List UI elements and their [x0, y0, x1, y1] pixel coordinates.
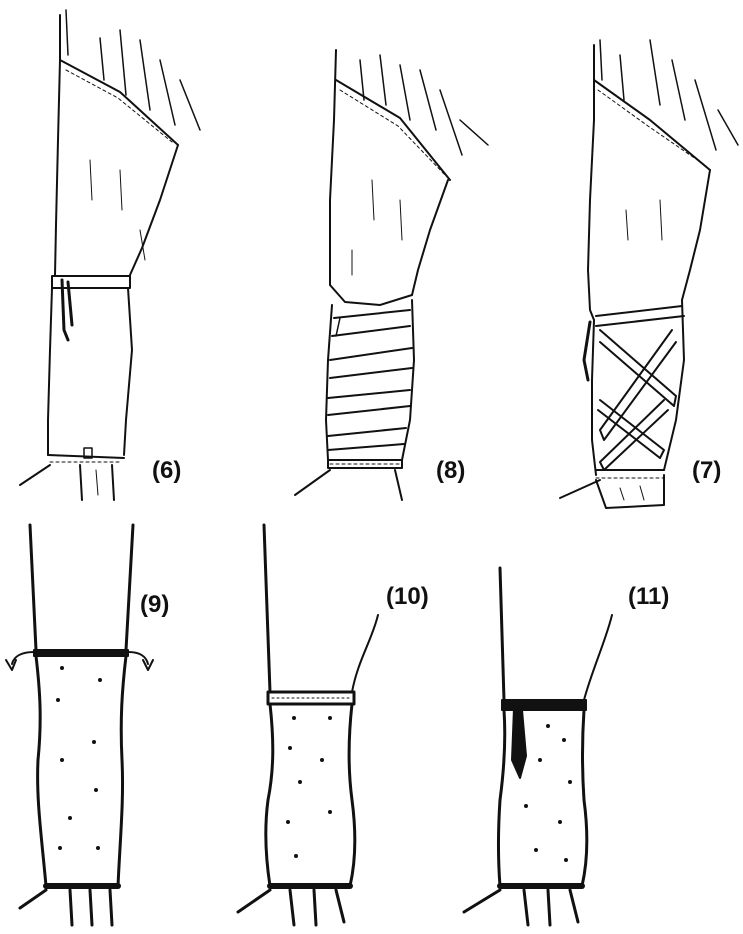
figure-11-dots	[524, 724, 572, 862]
figure-label-11: (11)	[628, 583, 669, 610]
figure-6-drawing	[20, 10, 200, 500]
figure-10-dots	[286, 716, 332, 858]
figure-7-drawing	[560, 40, 738, 508]
figure-label-7: (7)	[692, 457, 721, 484]
figure-label-8: (8)	[436, 457, 465, 484]
figure-label-9: (9)	[140, 591, 169, 618]
figure-label-6: (6)	[152, 457, 181, 484]
figure-8-drawing	[295, 50, 488, 500]
figure-10-drawing	[238, 525, 378, 925]
figure-label-10: (10)	[386, 583, 429, 610]
figure-11-drawing	[464, 568, 612, 925]
figure-9-drawing	[6, 525, 153, 925]
figure-9-dots	[56, 666, 102, 850]
